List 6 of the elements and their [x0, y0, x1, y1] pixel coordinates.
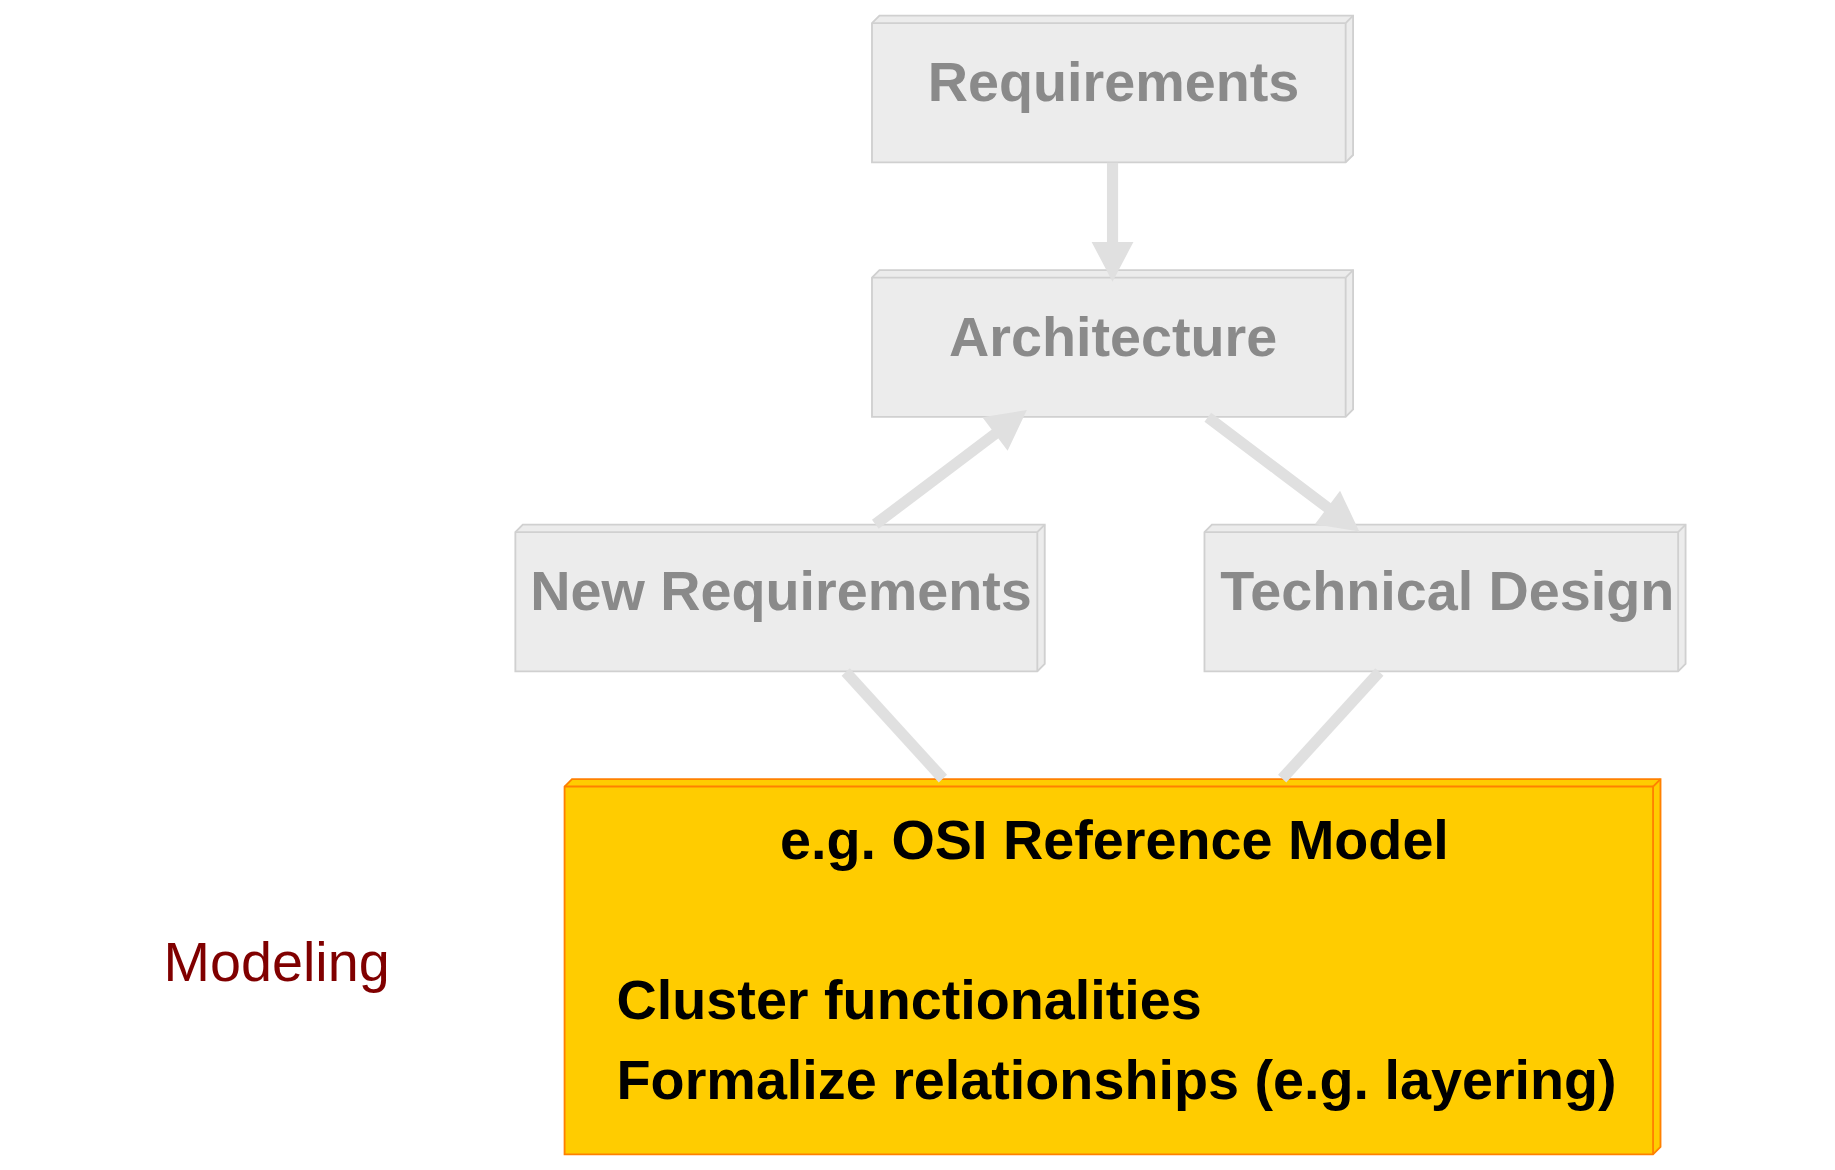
arrow — [1091, 162, 1134, 282]
connector — [1278, 668, 1384, 783]
arrow — [1204, 412, 1360, 532]
label: Modeling — [163, 930, 390, 993]
connector — [841, 668, 947, 783]
arrow — [872, 410, 1027, 529]
